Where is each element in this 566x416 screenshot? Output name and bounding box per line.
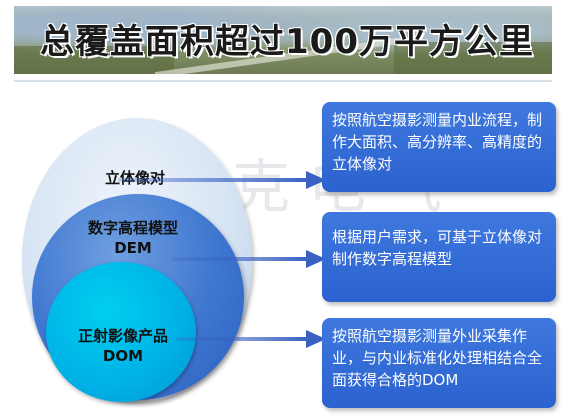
dom-label-line2: DOM — [102, 347, 144, 365]
arrow-dom-head — [306, 330, 326, 348]
arrow-dem-head — [306, 250, 326, 268]
dem-description-box: 根据用户需求，可基于立体像对制作数字高程模型 — [322, 212, 556, 302]
arrow-stereo-head — [306, 171, 326, 189]
stereo-description-box: 按照航空摄影测量内业流程，制作大面积、高分辨率、高精度的立体像对 — [322, 102, 556, 192]
inner-circle — [46, 262, 196, 402]
banner-divider — [14, 80, 552, 82]
dom-description-box: 按照航空摄影测量外业采集作业，与内业标准化处理相结合全面获得合格的DOM — [322, 318, 556, 408]
arrow-dom — [176, 337, 308, 341]
dem-label: 数字高程模型 DEM — [58, 218, 208, 258]
dem-label-line2: DEM — [114, 239, 152, 257]
banner-field-left — [14, 46, 174, 74]
arrow-stereo — [118, 178, 308, 182]
title-banner: 总覆盖面积超过100万平方公里 — [14, 6, 552, 74]
arrow-dem — [172, 257, 308, 261]
dom-label: 正射影像产品 DOM — [58, 326, 188, 366]
dom-label-line1: 正射影像产品 — [77, 327, 168, 345]
banner-title: 总覆盖面积超过100万平方公里 — [40, 22, 534, 62]
banner-field-right — [394, 42, 552, 74]
dem-label-line1: 数字高程模型 — [87, 219, 178, 237]
